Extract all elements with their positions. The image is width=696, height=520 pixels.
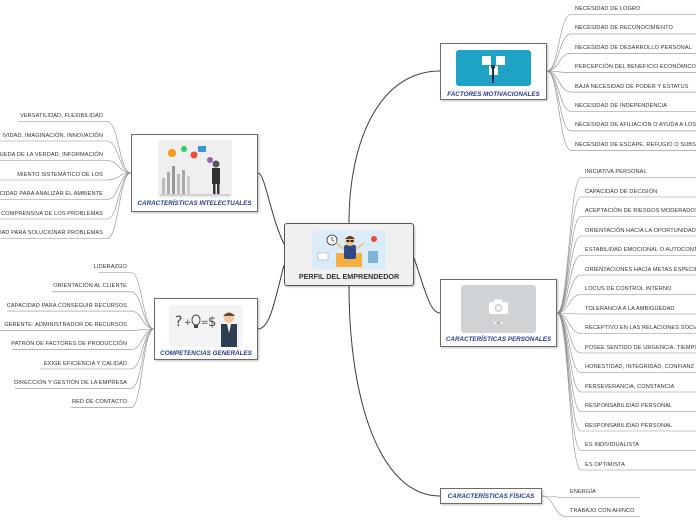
link-branch-leaf [541, 495, 567, 517]
leaf-item[interactable]: ORIENTACIÓN HACIA LA OPORTUNIDAD [585, 227, 696, 234]
svg-text:?: ? [175, 314, 182, 330]
leaf-item[interactable]: PATRÓN DE FACTORES DE PRODUCCIÓN [11, 341, 127, 348]
link-central-motivacionales [348, 70, 441, 224]
link-branch-leaf [556, 312, 582, 315]
branch-caracteristicas-intelectuales[interactable]: CARACTERÍSTICAS INTELECTUALES [131, 134, 258, 212]
link-central-intelectuales [257, 172, 285, 245]
link-branch-leaf [556, 177, 582, 314]
leaf-item[interactable]: NECESIDAD DE DESARROLLO PERSONAL [575, 44, 692, 51]
branch-title: FACTORES MOTIVACIONALES [447, 91, 540, 98]
link-branch-leaf [556, 312, 582, 373]
link-central-personales [413, 257, 441, 314]
leaf-item[interactable]: NECESIDAD DE ESCAPE, REFUGIO O SUBSI [575, 141, 696, 148]
leaf-item[interactable]: ENERGÍA [570, 489, 596, 495]
link-branch-leaf [556, 255, 582, 314]
link-branch-leaf [106, 140, 132, 174]
leaf-item[interactable]: GERENTE: ADMINISTRADOR DE RECURSOS [4, 321, 127, 328]
link-branch-leaf [556, 294, 582, 314]
svg-text:=: = [201, 318, 209, 328]
leaf-item[interactable]: INICIATIVA PERSONAL [585, 169, 647, 175]
link-branch-leaf [556, 312, 582, 432]
leaf-item[interactable]: PERSEVERANCIA, CONSTANCIA [585, 383, 675, 390]
leaf-item[interactable]: NECESIDAD DE RECONOCIMIENTO [575, 25, 674, 32]
link-branch-leaf [130, 328, 155, 331]
leaf-item[interactable]: UEDA DE LA VERDAD, INFORMACIÓN [0, 152, 103, 158]
leaf-item[interactable]: TRABAJO CON AHINCO [570, 508, 635, 514]
link-branch-leaf [546, 70, 572, 132]
link-branch-leaf [106, 160, 132, 174]
leaf-item[interactable]: ES OPTIMISTA [585, 461, 625, 468]
leaf-item[interactable]: IVIDAD, IMAGINACIÓN, INNOVACIÓN [2, 132, 103, 139]
link-branch-leaf [546, 53, 572, 72]
leaf-item[interactable]: RESPONSABILIDAD PERSONAL [585, 422, 673, 429]
branch-title: CARACTERÍSTICAS PERSONALES [445, 336, 552, 343]
link-central-generales [257, 264, 285, 330]
leaf-item[interactable]: DIRECCIÓN Y GESTIÓN DE LA EMPRESA [14, 379, 127, 386]
link-branch-leaf [130, 272, 155, 330]
link-branch-leaf [546, 14, 572, 72]
leaf-item[interactable]: RESPONSABILIDAD PERSONAL [585, 403, 673, 409]
branch-caracteristicas-fisicas[interactable]: CARACTERÍSTICAS FÍSICAS [440, 488, 542, 504]
link-branch-leaf [556, 312, 582, 412]
branch-competencias-generales[interactable]: ? + = $ COMPETENCIAS GENERALES [154, 298, 258, 360]
leaf-item[interactable]: VERSATILIDAD, FLEXIBILIDAD [19, 113, 103, 119]
branch-caracteristicas-personales[interactable]: CARACTERÍSTICAS PERSONALES [440, 279, 557, 347]
branch-title: CARACTERÍSTICAS INTELECTUALES [137, 200, 252, 207]
leaf-item[interactable]: NECESIDAD DE AFILIACIÓN O AYUDA A LOS [575, 122, 696, 129]
leaf-item[interactable]: DAD PARA SOLUCIONAR PROBLEMAS [0, 230, 103, 236]
branch-title: COMPETENCIAS GENERALES [160, 350, 252, 357]
leaf-item[interactable]: ES INDIVIDUALISTA [585, 442, 640, 448]
cartoon-entrepreneur-icon [312, 231, 386, 269]
leaf-item[interactable]: RECEPTIVO EN LAS RELACIONES SOCIA [585, 325, 696, 331]
businessman-graphs-icon [157, 140, 232, 198]
link-branch-leaf [106, 172, 132, 239]
leaf-item[interactable]: ESTABILIDAD EMOCIONAL O AUTOCONT [585, 247, 696, 253]
camera-placeholder-icon [461, 285, 536, 333]
leaf-item[interactable]: HONESTIDAD, INTEGRIDAD, CONFIANZ [585, 364, 695, 370]
link-branch-leaf [556, 274, 582, 314]
leaf-item[interactable]: CIDAD PARA ANALIZAR EL AMBIENTE [0, 191, 103, 197]
leaf-item[interactable]: N COMPRENSIVA DE LOS PROBLEMAS [0, 210, 103, 217]
branch-factores-motivacionales[interactable]: FACTORES MOTIVACIONALES [440, 43, 547, 100]
link-branch-leaf [556, 235, 582, 314]
link-branch-leaf [130, 328, 155, 408]
leaf-item[interactable]: LOCUS DE CONTROL INTERNO [585, 286, 672, 292]
leaf-item[interactable]: EXIGE EFICIENCIA Y CALIDAD [43, 360, 127, 367]
puzzle-pieces-icon [456, 50, 531, 86]
leaf-item[interactable]: MIENTO SISTEMÁTICO DE LOS [17, 171, 103, 178]
svg-text:$: $ [208, 315, 216, 330]
link-central-fisicas [348, 285, 441, 497]
link-branch-leaf [556, 196, 582, 314]
leaf-item[interactable]: POSEE SENTIDO DE URGENCIA. TIEMPO [585, 344, 696, 351]
branch-title: CARACTERÍSTICAS FÍSICAS [447, 493, 535, 500]
leaf-item[interactable]: CAPACIDAD DE DECISIÓN [585, 188, 658, 195]
link-branch-leaf [556, 216, 582, 314]
link-branch-leaf [130, 310, 155, 330]
leaf-item[interactable]: ACEPTACIÓN DE RIESGOS MODERADOS [585, 208, 696, 214]
link-branch-leaf [556, 312, 582, 471]
leaf-item[interactable]: CAPACIDAD PARA CONSEGUIR RECURSOS [6, 302, 127, 309]
link-branch-leaf [546, 33, 572, 72]
businessman-idea-money-icon: ? + = $ [169, 305, 243, 347]
link-branch-leaf [130, 328, 155, 389]
leaf-item[interactable]: BAJA NECESIDAD DE PODER Y ESTATUS [575, 83, 689, 90]
leaf-item[interactable]: PERCEPCIÓN DEL BENEFICIO ECONÓMICO [575, 64, 696, 71]
link-branch-leaf [546, 70, 572, 73]
leaf-item[interactable]: ORIENTACIONES HACIA METAS ESPECIF [585, 266, 696, 273]
link-branch-leaf [130, 291, 155, 330]
central-title: PERFIL DEL EMPRENDEDOR [298, 272, 400, 281]
link-branch-leaf [106, 121, 132, 174]
svg-text:+: + [184, 318, 192, 328]
leaf-item[interactable]: TOLERANCIA A LA AMBIGÜEDAD [585, 305, 675, 312]
leaf-item[interactable]: RED DE CONTACTO [71, 399, 127, 406]
leaf-item[interactable]: ORIENTACIÓN AL CLIENTE [53, 283, 127, 290]
link-branch-leaf [541, 495, 567, 498]
leaf-item[interactable]: NECESIDAD DE LOGRO [575, 6, 641, 12]
link-branch-leaf [546, 70, 572, 151]
leaf-item[interactable]: LIDERAZGO [93, 264, 127, 270]
leaf-item[interactable]: NECESIDAD DE INDEPENDENCIA [575, 103, 668, 109]
central-node[interactable]: PERFIL DEL EMPRENDEDOR [284, 223, 414, 286]
